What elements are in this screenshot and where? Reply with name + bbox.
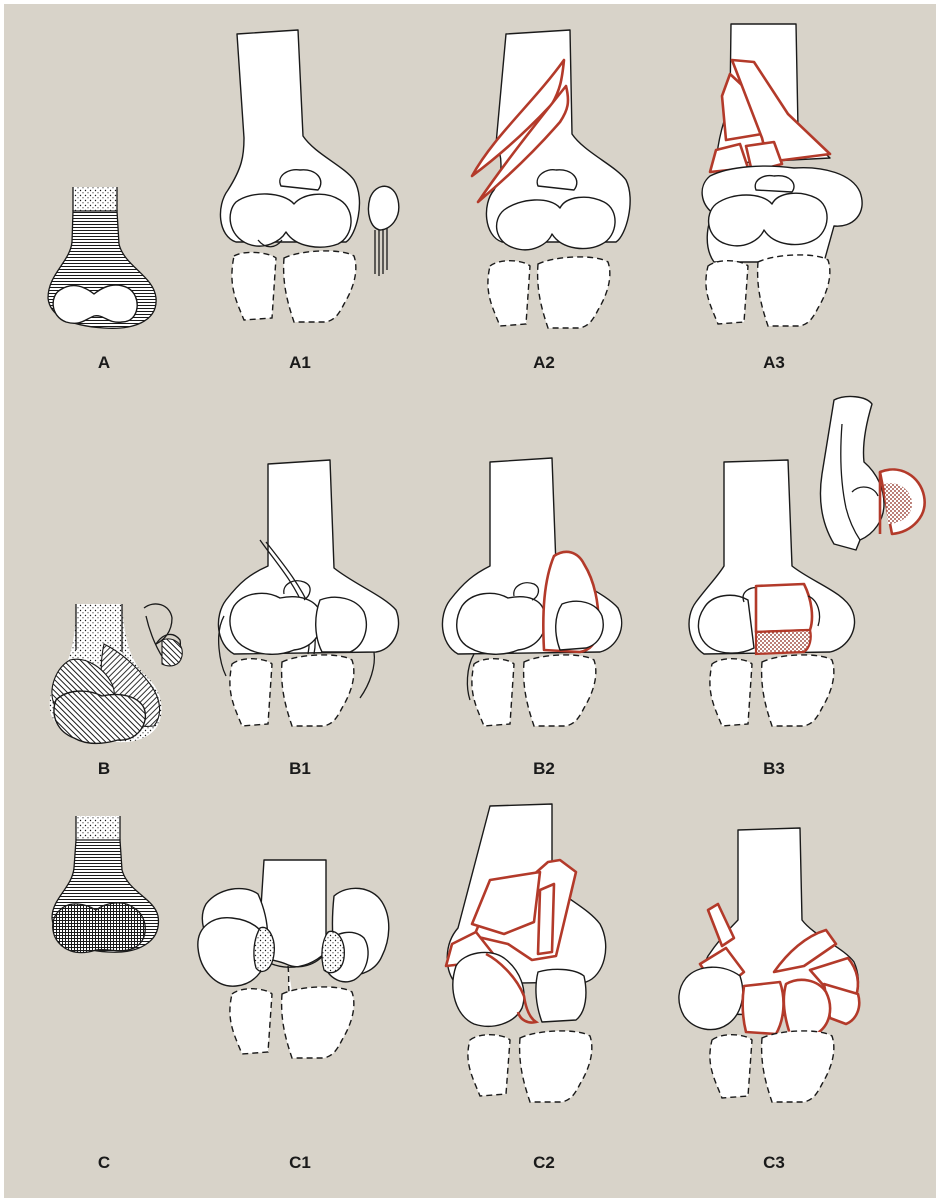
panel-c3-figure [679,828,859,1102]
label-c2: C2 [533,1153,555,1172]
panel-b1-figure [218,460,398,726]
label-c3: C3 [763,1153,785,1172]
diagram-canvas: A A1 A2 A3 B B1 B2 B3 C C1 C2 C3 [4,4,936,1198]
label-a: A [98,353,110,372]
label-b3: B3 [763,759,785,778]
label-b1: B1 [289,759,311,778]
label-b: B [98,759,110,778]
fracture-classification-svg: A A1 A2 A3 B B1 B2 B3 C C1 C2 C3 [4,4,936,1198]
label-b2: B2 [533,759,555,778]
label-a3: A3 [763,353,785,372]
panel-c1-figure [198,860,389,1058]
label-a2: A2 [533,353,555,372]
label-a1: A1 [289,353,311,372]
panel-a2-figure [472,30,630,328]
panel-b-schematic [50,604,183,744]
label-c: C [98,1153,110,1172]
panel-a3-figure [702,24,862,326]
panel-c2-figure [446,804,606,1102]
panel-a1-figure [220,30,398,322]
panel-a-schematic [48,187,156,328]
panel-b3-inset [821,397,925,550]
panel-b2-figure [442,458,621,726]
label-c1: C1 [289,1153,311,1172]
panel-c-schematic [52,816,158,953]
